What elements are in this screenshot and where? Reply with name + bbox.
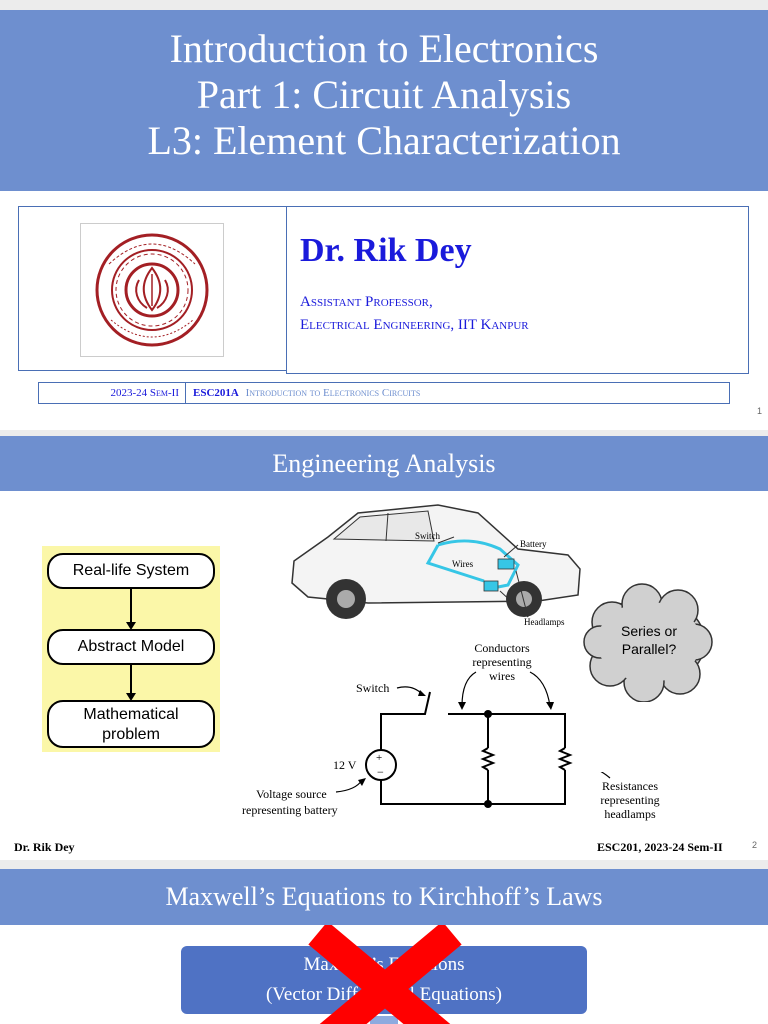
- footer-course: ESC201, 2023-24 Sem-II: [597, 840, 723, 854]
- slide-title: Engineering Analysis: [0, 436, 768, 491]
- author-department: Electrical Engineering, IIT Kanpur: [300, 317, 529, 333]
- footer-author: Dr. Rik Dey: [14, 840, 75, 854]
- flow-step-math-problem: Mathematical problem: [47, 700, 215, 748]
- svg-text:representing: representing: [600, 793, 659, 807]
- title-line-2: Part 1: Circuit Analysis: [196, 72, 572, 117]
- page-number: 1: [757, 406, 763, 416]
- resistor-2: [557, 747, 573, 771]
- author-name: Dr. Rik Dey: [300, 232, 472, 269]
- flow-step-real-life: Real-life System: [47, 553, 215, 589]
- car-switch-label: Switch: [415, 531, 441, 541]
- footer-course: ESC201A Introduction to Electronics Circ…: [193, 383, 420, 403]
- footer-semester: 2023-24 Sem-II: [39, 383, 186, 403]
- footer-course-code: ESC201A: [193, 387, 239, 399]
- car-headlamps-label: Headlamps: [524, 617, 565, 627]
- connector-block: [370, 1016, 398, 1024]
- circuit-switch-label: Switch: [356, 681, 389, 695]
- slide-title: Maxwell’s Equations to Kirchhoff’s Laws: [0, 869, 768, 925]
- engineering-analysis-slide: Engineering Analysis Real-life System Ab…: [0, 436, 768, 860]
- maxwell-kirchhoff-slide: Maxwell’s Equations to Kirchhoff’s Laws …: [0, 869, 768, 1024]
- svg-text:+: +: [376, 752, 382, 764]
- red-cross-icon: [308, 925, 462, 1024]
- source-label-1: Voltage source: [256, 787, 327, 801]
- svg-text:headlamps: headlamps: [604, 807, 656, 821]
- title-line-1: Introduction to Electronics: [169, 26, 599, 71]
- car-battery-label: Battery: [520, 539, 547, 549]
- conductors-label-1: Conductors: [474, 641, 530, 655]
- car-wires-label: Wires: [452, 559, 474, 569]
- cloud-text-1: Series or: [621, 623, 677, 639]
- resistor-1: [480, 747, 496, 771]
- footer-course-name: Introduction to Electronics Circuits: [245, 387, 421, 399]
- course-footer: 2023-24 Sem-II ESC201A Introduction to E…: [38, 382, 730, 404]
- voltage-source: [365, 749, 397, 781]
- svg-text:Resistances: Resistances: [602, 779, 658, 793]
- cloud-callout: Series or Parallel?: [583, 583, 713, 702]
- title-slide: Introduction to Electronics Part 1: Circ…: [0, 10, 768, 430]
- author-frame: [286, 206, 749, 374]
- title-line-3: L3: Element Characterization: [147, 118, 621, 163]
- cloud-text-2: Parallel?: [622, 641, 677, 657]
- voltage-label: 12 V: [333, 758, 357, 772]
- conductors-label-3: wires: [489, 669, 515, 683]
- iitk-seal-icon: [95, 233, 209, 347]
- author-title: Assistant Professor,: [300, 294, 433, 310]
- flow-step-abstract-model: Abstract Model: [47, 629, 215, 665]
- iitk-logo: [80, 223, 224, 357]
- car-illustration: Switch Battery Wires Headlamps: [291, 504, 581, 627]
- circuit-diagram: + − 12 V Switch Conductors representing …: [242, 641, 573, 817]
- page-number: 2: [752, 840, 758, 850]
- title-banner: Introduction to Electronics Part 1: Circ…: [0, 10, 768, 191]
- logo-frame: [18, 206, 286, 371]
- conductors-label-2: representing: [472, 655, 531, 669]
- resistances-labels: Resistances representing headlamps: [600, 772, 660, 821]
- svg-text:−: −: [377, 765, 384, 779]
- source-label-2: representing battery: [242, 803, 338, 817]
- flow-diagram: Real-life System Abstract Model Mathemat…: [42, 546, 220, 752]
